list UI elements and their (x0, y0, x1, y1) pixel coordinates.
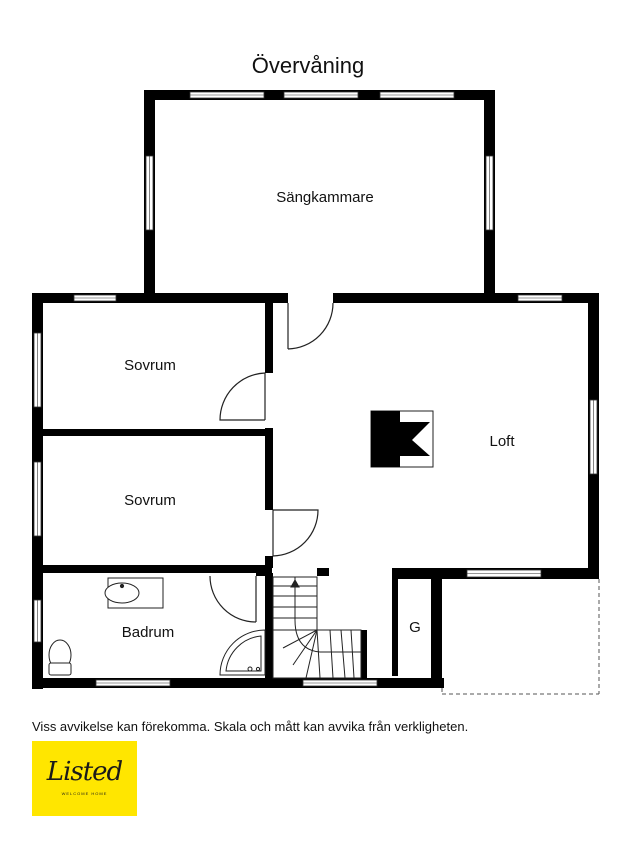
room-label-badrum: Badrum (122, 624, 175, 641)
staircase (272, 576, 362, 679)
room-label-sovrum-lower: Sovrum (124, 492, 176, 509)
balcony-outline (441, 579, 600, 695)
floor-title: Övervåning (252, 53, 365, 78)
doors (209, 302, 334, 623)
room-label-sangkammare: Sängkammare (276, 189, 374, 206)
listed-logo: Listed WELCOME HOME (32, 741, 137, 816)
window-center-lines (37, 94, 594, 684)
room-label-sovrum-upper: Sovrum (124, 357, 176, 374)
toilet-icon (48, 639, 72, 676)
stair-arrow-icon (290, 578, 300, 600)
logo-wordmark: Listed (46, 757, 123, 787)
room-label-loft: Loft (489, 433, 515, 450)
sink-icon (104, 577, 164, 609)
room-label-g: G (409, 619, 421, 636)
logo-tagline: WELCOME HOME (61, 791, 108, 796)
disclaimer-text: Viss avvikelse kan förekomma. Skala och … (32, 719, 469, 734)
shower-icon (219, 629, 266, 676)
floor-plan: Övervåning (32, 53, 600, 695)
fireplace-icon (370, 410, 434, 468)
